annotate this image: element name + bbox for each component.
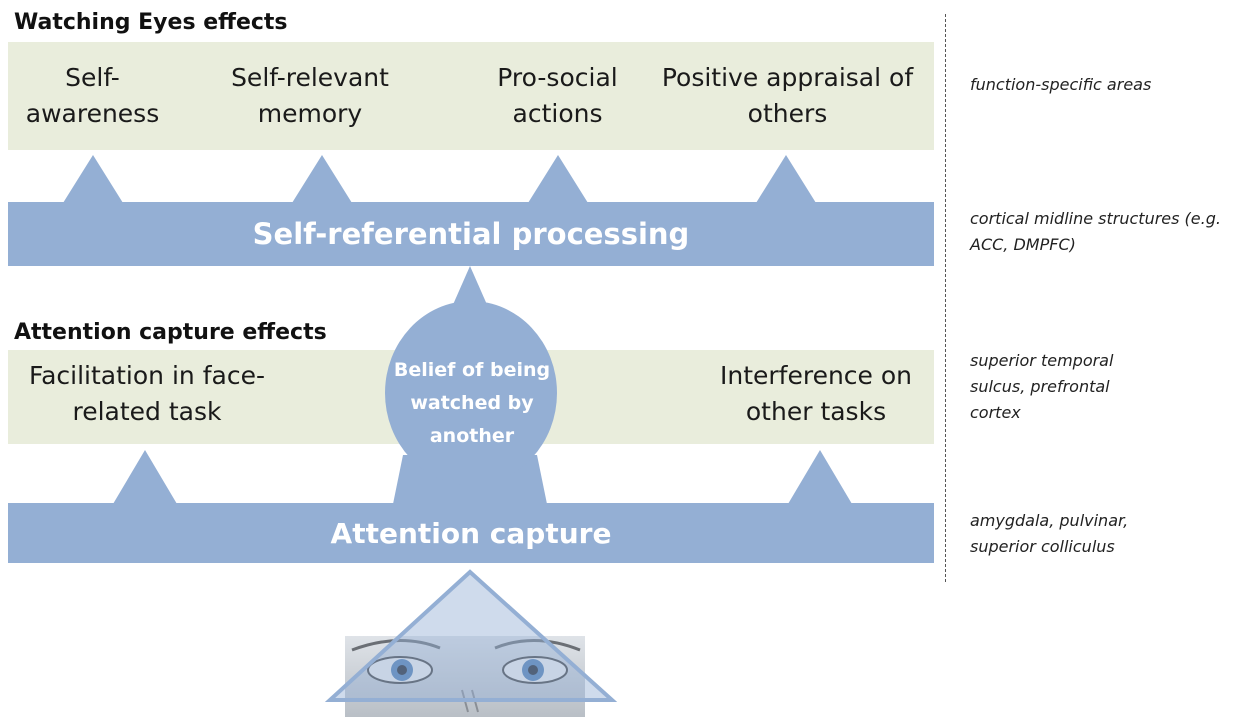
arrow-to-self-awareness: [63, 155, 123, 203]
eyes-triangle: [324, 569, 618, 702]
watching-eyes-title: Watching Eyes effects: [14, 10, 288, 35]
divider-line: [945, 14, 946, 582]
effect-positive-appraisal: Positive appraisal of others: [661, 63, 914, 128]
arrow-to-memory: [292, 155, 352, 203]
belief-bubble: [385, 301, 557, 485]
self-referential-bar: Self-referential processing: [8, 202, 934, 266]
arrow-to-facilitation: [113, 450, 177, 504]
arrow-to-interference: [788, 450, 852, 504]
attention-effects-title: Attention capture effects: [14, 320, 327, 345]
arrow-to-pro-social: [528, 155, 588, 203]
region-cortical-midline: cortical midline structures (e.g. ACC, D…: [970, 209, 1221, 254]
attention-capture-label: Attention capture: [330, 516, 612, 550]
belief-label: Belief of being watched by another: [393, 359, 551, 447]
arrow-to-appraisal: [756, 155, 816, 203]
watching-eyes-image: [345, 636, 585, 717]
effect-facilitation: Facilitation in face-related task: [29, 361, 265, 426]
effect-self-awareness: Self- awareness: [25, 63, 160, 128]
self-referential-label: Self-referential processing: [252, 217, 690, 251]
effect-pro-social-actions: Pro-social actions: [497, 63, 618, 128]
watching-eyes-panel: [8, 42, 934, 150]
attention-capture-bar: Attention capture: [8, 503, 934, 563]
effect-interference: Interference on other tasks: [719, 361, 913, 426]
region-function-specific: function-specific areas: [970, 75, 1152, 94]
region-superior-temporal: superior temporal sulcus, prefrontal cor…: [970, 351, 1114, 422]
region-amygdala: amygdala, pulvinar, superior colliculus: [970, 511, 1129, 556]
effect-self-relevant-memory: Self-relevant memory: [231, 63, 389, 128]
